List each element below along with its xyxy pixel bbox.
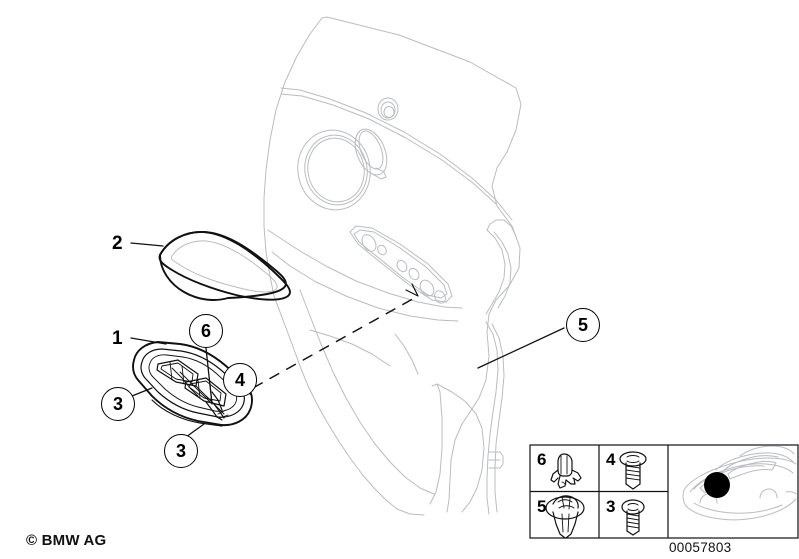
callout-4: 4: [223, 363, 257, 397]
car-side-view-icon: [682, 445, 797, 521]
legend-box: [529, 444, 799, 539]
legend-number-3: 3: [606, 497, 616, 516]
trim-cover-part: [158, 231, 291, 301]
speaker-grille: [297, 129, 371, 211]
callout-2: 2: [112, 233, 123, 254]
rear-quarter-trim-marker: [704, 472, 730, 498]
callout-1: 1: [112, 328, 123, 349]
expanding-clip-icon: [550, 453, 582, 489]
lock-button: [377, 97, 399, 121]
door-trim-panel-drawing: [263, 16, 522, 516]
long-tapping-screw-icon: [619, 451, 647, 490]
legend-number-6: 6: [537, 450, 547, 469]
diagram-part-number: 00057803: [669, 540, 732, 555]
callout-5: 5: [566, 308, 600, 342]
door-handle-recess: [354, 128, 388, 180]
legend-number-4: 4: [606, 450, 616, 469]
legend-number-5: 5: [537, 497, 547, 516]
callout-3-bottom: 3: [164, 434, 198, 468]
callout-6: 6: [189, 314, 223, 348]
window-switch-panel-part: [132, 341, 253, 427]
callout-3-left: 3: [101, 387, 135, 421]
switch-panel-recess: [349, 225, 453, 304]
short-tapping-screw-icon: [621, 499, 645, 536]
copyright-notice: © BMW AG: [26, 532, 107, 549]
push-rivet-grommet-icon: [545, 495, 585, 539]
internal-clip-detail: [171, 367, 229, 421]
